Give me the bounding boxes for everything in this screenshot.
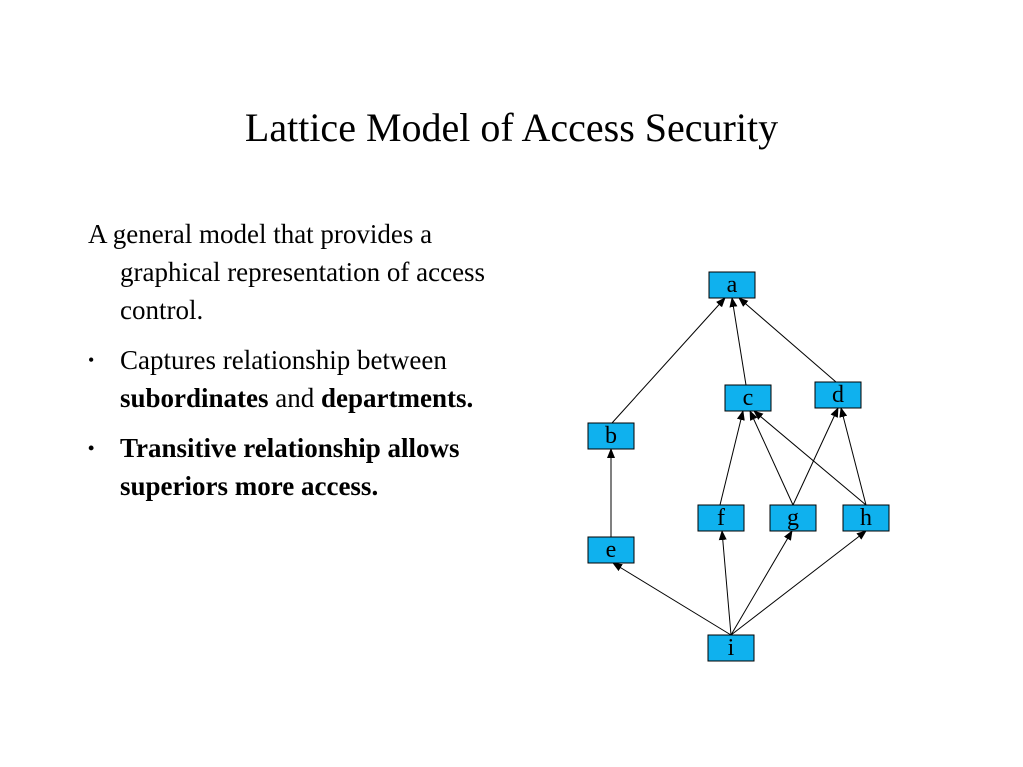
node-label-e: e <box>606 537 617 563</box>
node-label-f: f <box>717 505 725 531</box>
node-label-i: i <box>728 635 735 661</box>
node-a: a <box>708 271 756 299</box>
node-b: b <box>587 422 635 450</box>
node-box-g <box>769 504 817 532</box>
edge-g-to-d <box>792 407 839 506</box>
node-box-a <box>708 271 756 299</box>
bullet-icon: • <box>88 438 95 458</box>
edge-layer <box>607 297 867 636</box>
edge-f-to-c <box>719 410 745 506</box>
node-label-g: g <box>787 505 799 531</box>
bullet-1-bold-subordinates: subordinates <box>120 383 269 413</box>
node-g: g <box>769 504 817 532</box>
node-label-a: a <box>727 272 738 298</box>
edge-i-to-e <box>612 562 732 636</box>
body-text: A general model that provides a graphica… <box>88 215 528 517</box>
edge-h-to-c <box>753 410 867 506</box>
node-box-i <box>707 634 755 662</box>
node-e: e <box>587 536 635 564</box>
intro-paragraph: A general model that provides a graphica… <box>88 219 486 325</box>
edge-h-to-d <box>839 407 867 506</box>
node-box-c <box>724 384 772 412</box>
bullet-1-middle: and <box>268 383 322 413</box>
bullet-icon: • <box>88 350 95 370</box>
bullet-item-1: • Captures relationship between subordin… <box>88 341 528 417</box>
edge-g-to-c <box>749 410 794 506</box>
node-i: i <box>707 634 755 662</box>
edge-i-to-g <box>730 530 793 636</box>
bullet-item-2: • Transitive relationship allows superio… <box>88 429 528 505</box>
node-label-d: d <box>832 382 844 408</box>
node-box-b <box>587 422 635 450</box>
node-label-b: b <box>605 423 617 449</box>
node-box-h <box>842 504 890 532</box>
node-layer: a b c d e f g h i <box>587 271 890 662</box>
edge-d-to-a <box>738 297 837 383</box>
slide-title: Lattice Model of Access Security <box>244 105 779 150</box>
node-d: d <box>814 381 862 409</box>
edge-i-to-f <box>718 530 732 636</box>
edge-i-to-h <box>730 530 867 636</box>
edge-b-to-a <box>611 297 726 424</box>
node-box-e <box>587 536 635 564</box>
node-box-d <box>814 381 862 409</box>
bullet-1-bold-departments: departments. <box>321 383 474 413</box>
node-h: h <box>842 504 890 532</box>
edge-c-to-a <box>729 297 747 386</box>
bullet-1-prefix: Captures relationship between <box>120 345 447 375</box>
bullet-2-text: Transitive relationship allows superiors… <box>120 433 460 501</box>
node-label-h: h <box>860 505 872 531</box>
node-f: f <box>697 504 745 532</box>
node-label-c: c <box>743 385 754 411</box>
node-box-f <box>697 504 745 532</box>
node-c: c <box>724 384 772 412</box>
